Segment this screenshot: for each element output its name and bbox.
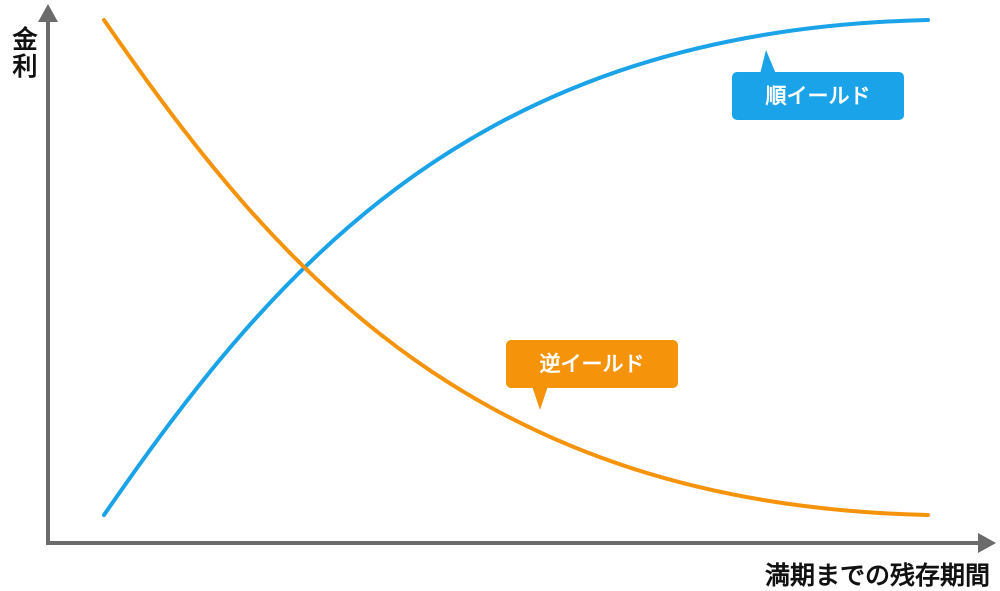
x-axis-arrowhead bbox=[978, 533, 996, 553]
inverted-yield-curve bbox=[102, 18, 930, 517]
inverted-yield-callout-box bbox=[506, 340, 678, 388]
y-axis-label: 金利 bbox=[9, 26, 38, 80]
y-axis-arrowhead bbox=[38, 4, 58, 22]
normal-yield-callout-pointer bbox=[760, 50, 776, 74]
normal-yield-callout-box bbox=[732, 72, 904, 120]
inverted-yield-label: 逆イールド bbox=[539, 352, 645, 376]
inverted-yield-callout-pointer bbox=[532, 386, 548, 410]
normal-yield-curve bbox=[102, 18, 930, 517]
normal-yield-label: 順イールド bbox=[765, 84, 871, 108]
x-axis-label: 満期までの残存期間 bbox=[764, 561, 990, 590]
